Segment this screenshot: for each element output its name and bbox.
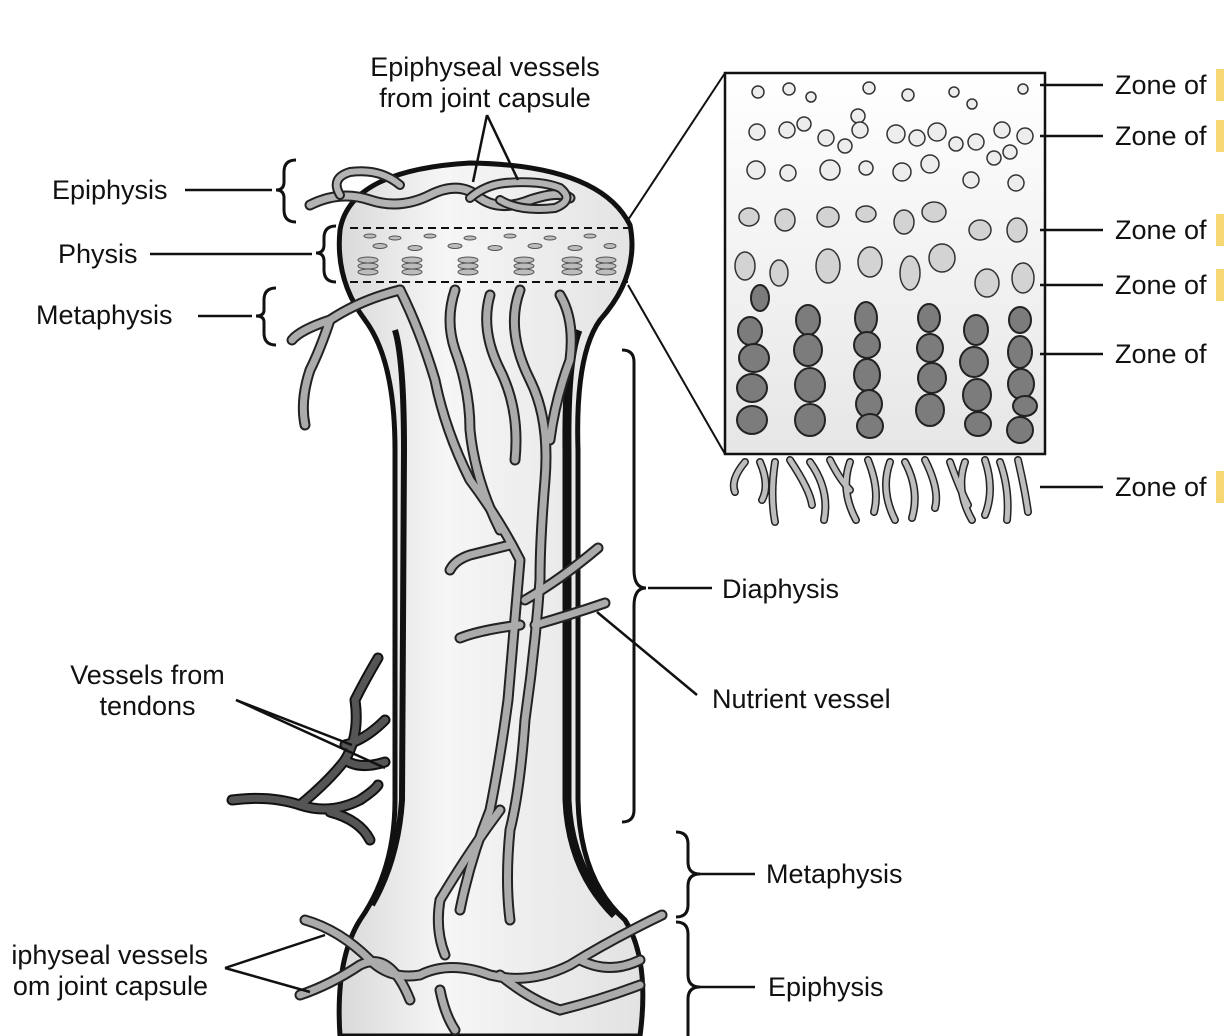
metaphysis-top-label: Metaphysis	[36, 300, 173, 330]
zone-highlight-4	[1216, 269, 1224, 301]
zone-label-2: Zone of	[1115, 121, 1207, 151]
zone-label-4: Zone of	[1115, 270, 1207, 300]
zone-label-3: Zone of	[1115, 215, 1207, 245]
epiphyseal-vessels-bottom-label: iphyseal vessels om joint capsule	[11, 940, 208, 1001]
epiphyseal-vessels-top	[304, 166, 576, 214]
tendon-vessels	[226, 652, 391, 846]
resting-cells	[751, 81, 1029, 110]
vessels-from-tendons-label: Vessels from tendons	[70, 660, 225, 721]
proliferative-columns	[736, 284, 1038, 444]
zone-label-6: Zone of	[1115, 472, 1207, 502]
physis-label: Physis	[58, 239, 138, 269]
diaphysis-label: Diaphysis	[722, 574, 840, 604]
epiphyseal-vessels-top-label: Epiphyseal vessels from joint capsule	[370, 52, 600, 113]
vascular-invasion	[729, 456, 1032, 526]
zone-highlight-2	[1216, 120, 1224, 152]
zone-highlight-1	[1216, 69, 1224, 101]
epiphysis-bottom-label: Epiphysis	[768, 972, 884, 1002]
zone-pointer-lines	[1040, 83, 1103, 489]
metaphyseal-vessels	[286, 284, 611, 961]
zone-label-1: Zone of	[1115, 70, 1207, 100]
metaphysis-bottom-label: Metaphysis	[766, 859, 903, 889]
zone-label-5: Zone of	[1115, 339, 1207, 369]
zone-highlight-6	[1216, 471, 1224, 503]
epiphyseal-vessels-bottom	[294, 909, 668, 1036]
left-braces	[255, 158, 337, 347]
epiphysis-top-label: Epiphysis	[52, 175, 168, 205]
physis-cells	[357, 233, 617, 276]
zone-highlight-3	[1216, 214, 1224, 246]
nutrient-vessel-label: Nutrient vessel	[712, 684, 891, 714]
